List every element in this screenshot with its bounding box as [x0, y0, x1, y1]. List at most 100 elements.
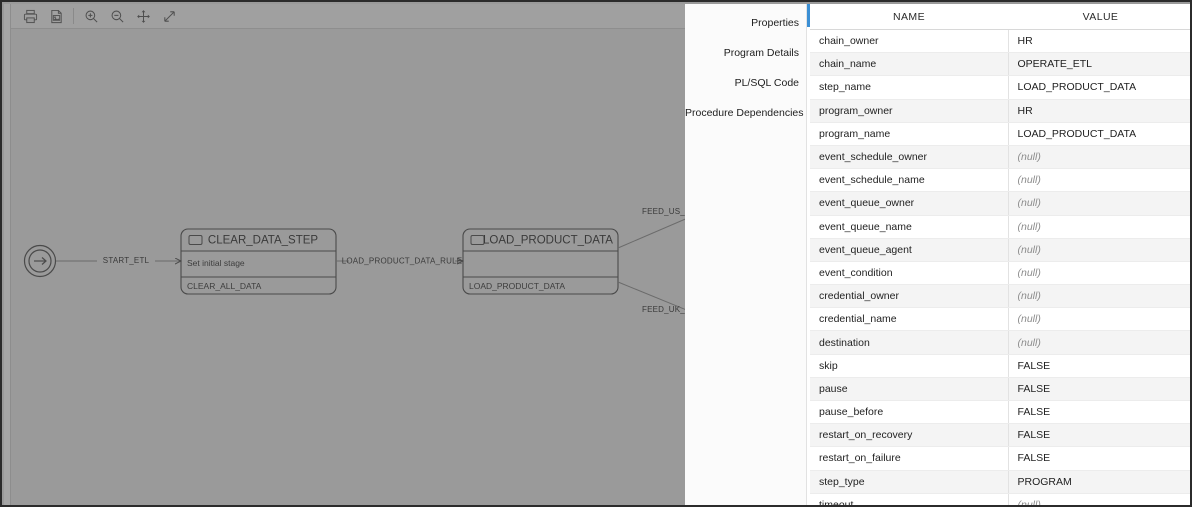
edge-start-etl[interactable]: START_ETL	[56, 253, 181, 267]
table-row[interactable]: event_queue_agent(null)	[810, 238, 1190, 262]
property-name-cell: program_name	[810, 122, 1009, 146]
table-row[interactable]: event_condition(null)	[810, 261, 1190, 286]
node-title: CLEAR_DATA_STEP	[208, 235, 318, 247]
table-row[interactable]: event_schedule_owner(null)	[810, 145, 1190, 170]
property-value-cell[interactable]: (null)	[1008, 493, 1190, 505]
edge-label: START_ETL	[103, 256, 150, 265]
property-value-cell[interactable]: OPERATE_ETL	[1008, 52, 1190, 77]
property-value-cell[interactable]: HR	[1008, 99, 1190, 123]
property-value-cell[interactable]: (null)	[1008, 284, 1190, 309]
property-name-cell: timeout	[810, 493, 1009, 505]
property-name-cell: event_schedule_name	[810, 168, 1009, 193]
property-name-cell: pause	[810, 377, 1009, 402]
table-header-row: NAME VALUE	[810, 4, 1190, 30]
tab-plsql-code[interactable]: PL/SQL Code	[685, 73, 806, 93]
table-row[interactable]: event_schedule_name(null)	[810, 168, 1190, 193]
edge-load-product-data-rule[interactable]: LOAD_PRODUCT_DATA_RULE	[336, 254, 463, 267]
tab-label: Procedure Dependencies	[685, 107, 804, 119]
node-title: LOAD_PRODUCT_DATA	[483, 235, 613, 247]
property-value-cell[interactable]: FALSE	[1008, 400, 1190, 425]
column-header-name[interactable]: NAME	[810, 4, 1008, 30]
property-value-cell[interactable]: (null)	[1008, 330, 1190, 355]
table-row[interactable]: event_queue_owner(null)	[810, 191, 1190, 216]
table-row[interactable]: destination(null)	[810, 330, 1190, 355]
property-name-cell: restart_on_failure	[810, 446, 1009, 471]
zoom-out-icon[interactable]	[104, 5, 130, 27]
property-name-cell: restart_on_recovery	[810, 423, 1009, 448]
property-value-cell[interactable]: LOAD_PRODUCT_DATA	[1008, 75, 1190, 100]
property-value-cell[interactable]: FALSE	[1008, 423, 1190, 448]
table-row[interactable]: credential_name(null)	[810, 307, 1190, 332]
table-row[interactable]: credential_owner(null)	[810, 284, 1190, 309]
pan-icon[interactable]	[130, 5, 156, 27]
edge-feed-uk-data[interactable]: FEED_UK_DAT	[617, 281, 685, 320]
edge-feed-us-data[interactable]: FEED_US_DAT	[617, 207, 685, 249]
zoom-in-icon[interactable]	[78, 5, 104, 27]
property-value-cell[interactable]: LOAD_PRODUCT_DATA	[1008, 122, 1190, 146]
chain-diagram-pane: START_ETL CLEAR_DATA_STEP Set initial st…	[4, 4, 685, 505]
program-box-icon	[188, 235, 203, 245]
edge-label: LOAD_PRODUCT_DATA_RULE	[342, 257, 463, 266]
property-name-cell: step_name	[810, 75, 1009, 100]
property-value-cell[interactable]: (null)	[1008, 168, 1190, 193]
program-box-icon	[470, 235, 485, 245]
property-value-cell[interactable]: HR	[1008, 29, 1190, 54]
active-tab-indicator	[807, 4, 810, 27]
property-value-cell[interactable]: PROGRAM	[1008, 470, 1190, 494]
chain-step-node[interactable]: CLEAR_DATA_STEP Set initial stage CLEAR_…	[180, 228, 337, 295]
node-bottom-text: LOAD_PRODUCT_DATA	[469, 281, 565, 291]
chain-step-node[interactable]: LOAD_PRODUCT_DATA LOAD_PRODUCT_DATA	[462, 228, 619, 295]
toolbar-divider	[73, 8, 74, 24]
property-value-cell[interactable]: (null)	[1008, 238, 1190, 262]
property-value-cell[interactable]: (null)	[1008, 191, 1190, 216]
diagram-canvas[interactable]: START_ETL CLEAR_DATA_STEP Set initial st…	[11, 30, 685, 505]
start-node[interactable]	[23, 244, 57, 278]
property-name-cell: destination	[810, 330, 1009, 355]
fit-screen-icon[interactable]	[156, 5, 182, 27]
property-value-cell[interactable]: FALSE	[1008, 377, 1190, 402]
property-value-cell[interactable]: (null)	[1008, 215, 1190, 239]
property-name-cell: pause_before	[810, 400, 1009, 425]
property-name-cell: event_queue_owner	[810, 191, 1009, 216]
property-name-cell: credential_name	[810, 307, 1009, 332]
tab-procedure-dependencies[interactable]: Procedure Dependencies	[685, 103, 806, 123]
print-icon[interactable]	[17, 5, 43, 27]
property-name-cell: event_condition	[810, 261, 1009, 286]
property-name-cell: chain_name	[810, 52, 1009, 77]
property-value-cell[interactable]: (null)	[1008, 145, 1190, 170]
tab-label: Program Details	[723, 47, 799, 59]
edge-label: FEED_US_DAT	[642, 207, 685, 216]
tab-list: Properties Program Details PL/SQL Code P…	[685, 4, 807, 505]
table-row[interactable]: event_queue_name(null)	[810, 215, 1190, 239]
export-image-icon[interactable]	[43, 5, 69, 27]
property-value-cell[interactable]: (null)	[1008, 261, 1190, 286]
property-value-cell[interactable]: FALSE	[1008, 354, 1190, 378]
property-value-cell[interactable]: FALSE	[1008, 446, 1190, 471]
tab-label: Properties	[751, 17, 799, 29]
diagram-toolbar	[11, 4, 685, 29]
table-row[interactable]: timeout(null)	[810, 493, 1190, 505]
tab-label: PL/SQL Code	[734, 77, 799, 89]
tab-properties[interactable]: Properties	[685, 13, 806, 33]
tab-program-details[interactable]: Program Details	[685, 43, 806, 63]
property-value-cell[interactable]: (null)	[1008, 307, 1190, 332]
property-name-cell: event_queue_agent	[810, 238, 1009, 262]
property-name-cell: credential_owner	[810, 284, 1009, 309]
column-header-value[interactable]: VALUE	[1008, 4, 1190, 30]
properties-pane: Properties Program Details PL/SQL Code P…	[685, 4, 1190, 505]
